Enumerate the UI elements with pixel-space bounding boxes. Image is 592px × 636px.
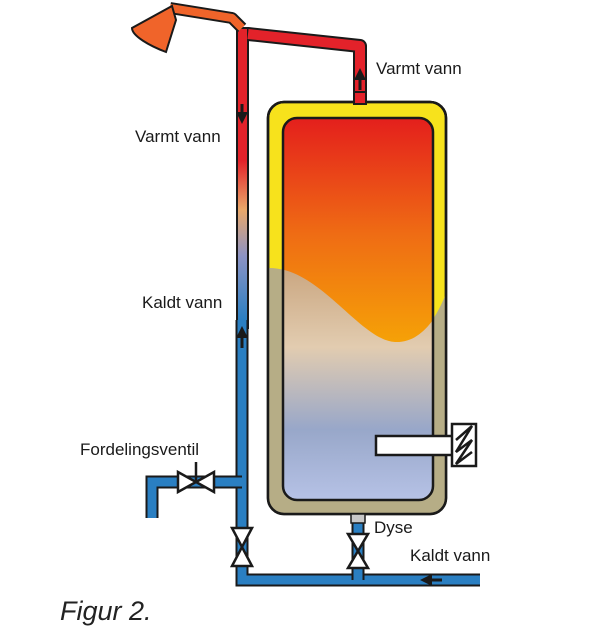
label-nozzle: Dyse bbox=[374, 518, 413, 537]
flow-arrow-icon bbox=[354, 68, 366, 90]
label-hot-water-top: Varmt vann bbox=[376, 59, 462, 78]
valve-icon bbox=[229, 526, 255, 568]
valve-icon bbox=[345, 532, 371, 570]
heating-element-icon bbox=[374, 422, 478, 468]
flow-arrow-icon bbox=[236, 326, 248, 348]
flow-arrow-icon bbox=[236, 104, 248, 124]
shower-head-icon bbox=[130, 4, 178, 54]
label-distribution-valve: Fordelingsventil bbox=[80, 440, 199, 459]
nozzle bbox=[350, 513, 366, 524]
label-cold-water-riser: Kaldt vann bbox=[142, 293, 222, 312]
label-hot-water-riser: Varmt vann bbox=[135, 127, 221, 146]
label-cold-water-inlet: Kaldt vann bbox=[410, 546, 490, 565]
flow-arrow-icon bbox=[420, 574, 442, 586]
valve-icon bbox=[176, 462, 216, 495]
hot-water-riser bbox=[236, 27, 249, 329]
figure-caption: Figur 2. bbox=[60, 596, 152, 626]
